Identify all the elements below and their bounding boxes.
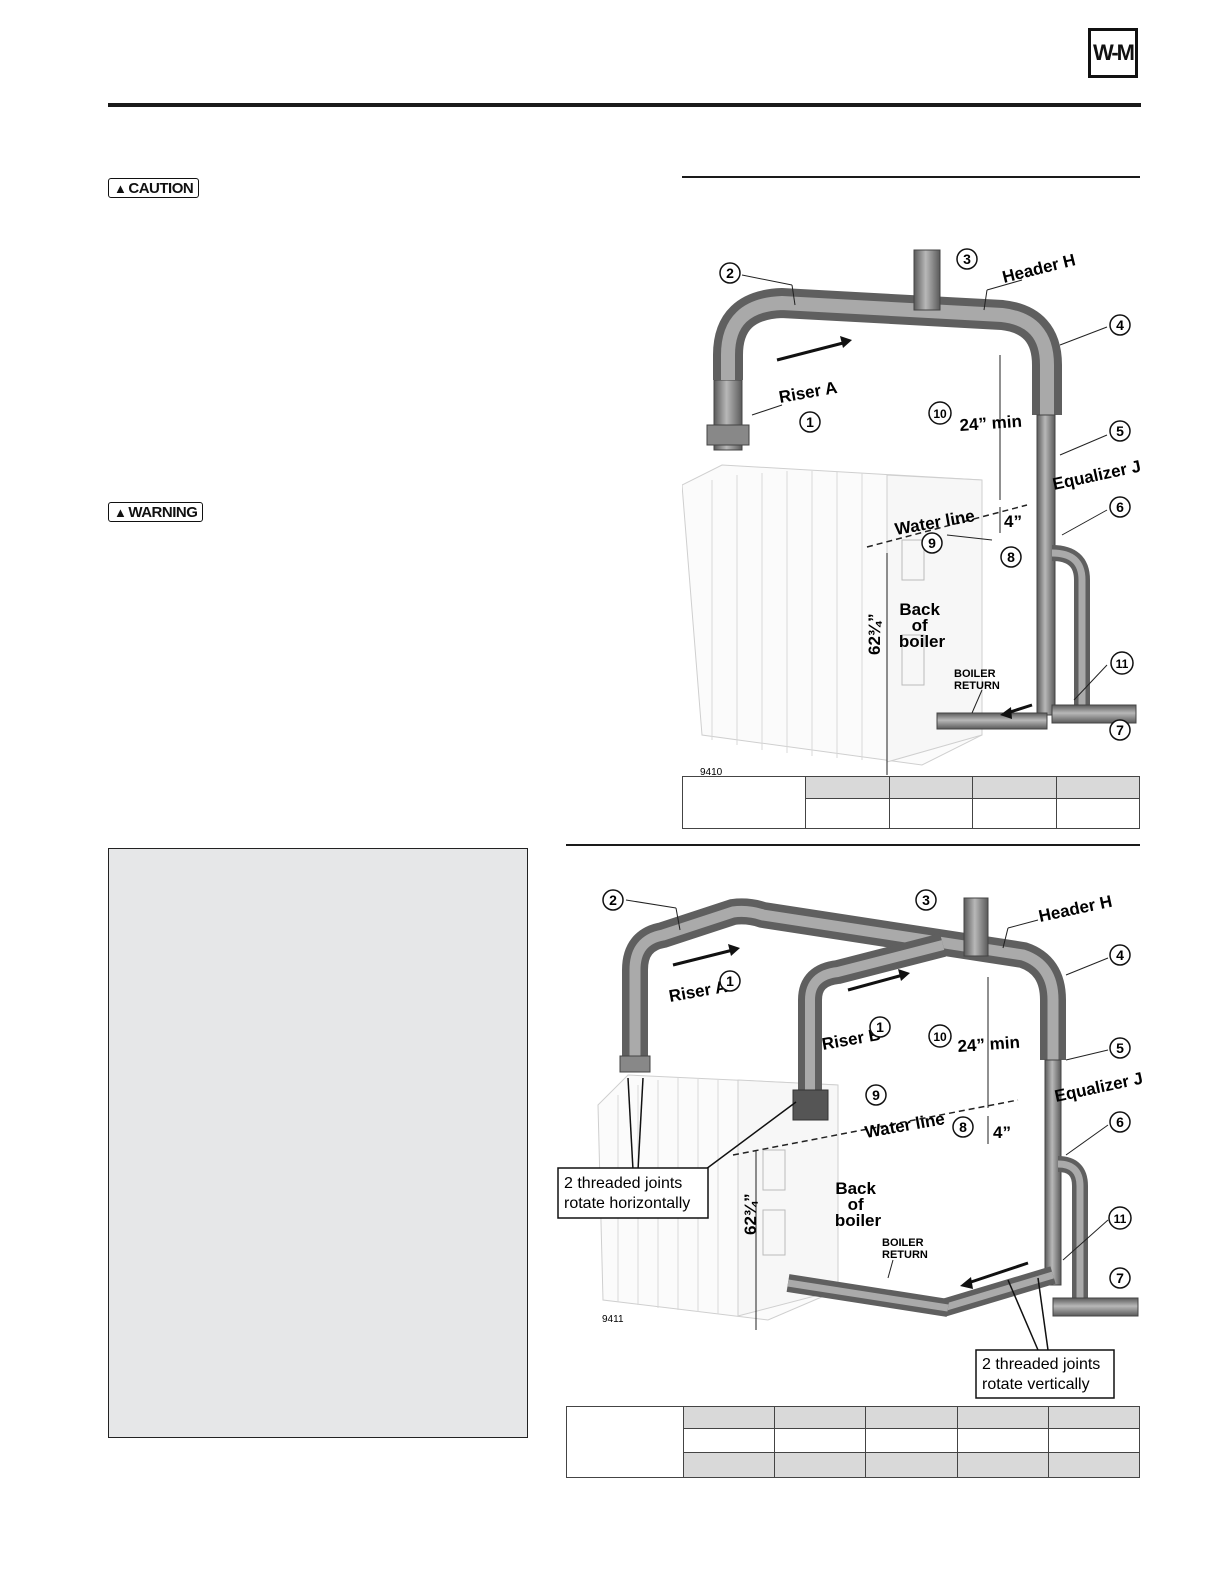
joints-vertical-label: 2 threaded joints rotate vertically bbox=[982, 1356, 1105, 1393]
62-inch-label: 62¾” bbox=[865, 613, 884, 655]
callout-3: 3 bbox=[963, 251, 971, 267]
callout-7: 7 bbox=[1116, 1270, 1124, 1286]
table-cell bbox=[865, 1452, 958, 1478]
table-header-cell bbox=[1055, 776, 1140, 799]
warning-label: WARNING bbox=[128, 503, 198, 521]
24-min-label: 24” min bbox=[959, 412, 1023, 435]
boiler-return-label: BOILER RETURN bbox=[882, 1237, 928, 1261]
joints-horizontal-box bbox=[557, 1167, 709, 1219]
table-cell bbox=[1055, 798, 1140, 829]
water-line bbox=[732, 1099, 1019, 1156]
header-h-label: Header H bbox=[1000, 250, 1077, 286]
table-header-cell bbox=[865, 1406, 958, 1429]
table-cell bbox=[972, 798, 1057, 829]
table-cell bbox=[865, 1428, 958, 1453]
table-header-cell bbox=[956, 1406, 1049, 1429]
company-logo: W-M bbox=[1088, 28, 1138, 78]
table-cell bbox=[774, 1428, 867, 1453]
callout-6: 6 bbox=[1116, 1114, 1124, 1130]
figure-number: 9411 bbox=[602, 1314, 624, 1325]
water-line-label: Water line bbox=[863, 1109, 946, 1142]
back-of-boiler-label: Back of boiler bbox=[835, 1179, 882, 1230]
table-cell bbox=[774, 1452, 867, 1478]
callout-9: 9 bbox=[928, 535, 936, 551]
table-cell bbox=[566, 1406, 684, 1478]
joints-horizontal-label: 2 threaded joints rotate horizontally bbox=[564, 1175, 690, 1212]
table-header-cell bbox=[1047, 1406, 1141, 1429]
table-header-cell bbox=[888, 776, 973, 799]
shaded-note-box bbox=[108, 848, 528, 1438]
warning-triangle-icon: ▲ bbox=[114, 180, 127, 196]
table-cell bbox=[1047, 1428, 1141, 1453]
table-cell bbox=[682, 1452, 776, 1478]
callout-7: 7 bbox=[1116, 722, 1124, 738]
bottom-dimension-table bbox=[566, 1406, 1141, 1478]
callout-10: 10 bbox=[933, 1030, 947, 1044]
callout-8: 8 bbox=[959, 1119, 967, 1135]
4-inch-label: 4” bbox=[1004, 512, 1022, 531]
4-inch-label: 4” bbox=[993, 1123, 1011, 1142]
top-dimension-table bbox=[682, 776, 1140, 829]
24-min-label: 24” min bbox=[957, 1033, 1021, 1056]
caution-label: CAUTION bbox=[128, 179, 194, 197]
joints-vertical-box bbox=[975, 1349, 1115, 1399]
drain-pipe bbox=[1051, 704, 1137, 724]
callout-1-riser-a: 1 bbox=[726, 973, 734, 989]
callout-9: 9 bbox=[872, 1087, 880, 1103]
table-cell bbox=[956, 1428, 1049, 1453]
callout-2: 2 bbox=[726, 265, 734, 281]
equalizer-j-pipe bbox=[1036, 414, 1056, 716]
header-h-label: Header H bbox=[1037, 892, 1114, 926]
piping-diagram-dual-riser: 2 threaded joints rotate horizontally 2 … bbox=[557, 889, 1142, 1399]
callout-10: 10 bbox=[933, 407, 947, 421]
back-of-boiler-label: Back of boiler bbox=[899, 600, 946, 651]
caution-badge: ▲ CAUTION bbox=[108, 178, 200, 198]
callout-2: 2 bbox=[609, 892, 617, 908]
table-header-cell bbox=[972, 776, 1057, 799]
riser-b-fitting bbox=[792, 1089, 829, 1121]
table-cell bbox=[682, 1428, 776, 1453]
boiler-return-pipe bbox=[936, 712, 1048, 730]
riser-a-flange bbox=[706, 424, 750, 446]
table-cell bbox=[888, 798, 973, 829]
callout-1-riser-b: 1 bbox=[876, 1019, 884, 1035]
callout-5: 5 bbox=[1116, 423, 1124, 439]
figure-bottom-rule bbox=[566, 844, 1140, 846]
boiler-return-label: BOILER RETURN bbox=[954, 668, 1000, 692]
table-cell bbox=[1047, 1452, 1141, 1478]
water-line bbox=[866, 504, 1028, 548]
header-outlet-pipe bbox=[913, 249, 941, 311]
callout-4: 4 bbox=[1116, 317, 1124, 333]
drain-pipe bbox=[1052, 1297, 1139, 1317]
callout-11: 11 bbox=[1114, 1212, 1127, 1226]
table-cell bbox=[956, 1452, 1049, 1478]
table-cell bbox=[682, 776, 806, 829]
callout-1: 1 bbox=[806, 414, 814, 430]
table-header-cell bbox=[682, 1406, 776, 1429]
table-cell bbox=[805, 798, 890, 829]
boiler-body bbox=[682, 464, 983, 766]
riser-a-flange bbox=[619, 1055, 651, 1073]
warning-triangle-icon: ▲ bbox=[114, 504, 127, 520]
warning-badge: ▲ WARNING bbox=[108, 502, 204, 522]
callout-5: 5 bbox=[1116, 1040, 1124, 1056]
piping-diagram-single-riser: Riser A Header H Equalizer J Water line … bbox=[682, 248, 1142, 778]
equalizer-j-label: Equalizer J bbox=[1053, 1069, 1142, 1106]
callout-8: 8 bbox=[1007, 549, 1015, 565]
table-header-cell bbox=[805, 776, 890, 799]
callout-4: 4 bbox=[1116, 947, 1124, 963]
62-inch-label: 62¾” bbox=[741, 1193, 760, 1235]
callout-11: 11 bbox=[1116, 657, 1129, 671]
figure-number: 9410 bbox=[700, 767, 723, 778]
equalizer-j-label: Equalizer J bbox=[1051, 457, 1142, 494]
riser-a-label: Riser A bbox=[777, 378, 838, 407]
figure-top-rule bbox=[682, 176, 1140, 178]
equalizer-j-pipe bbox=[1044, 1059, 1062, 1286]
callout-6: 6 bbox=[1116, 499, 1124, 515]
header-outlet-pipe bbox=[963, 897, 989, 957]
callout-3: 3 bbox=[922, 892, 930, 908]
table-header-cell bbox=[774, 1406, 867, 1429]
header-rule bbox=[108, 103, 1141, 107]
